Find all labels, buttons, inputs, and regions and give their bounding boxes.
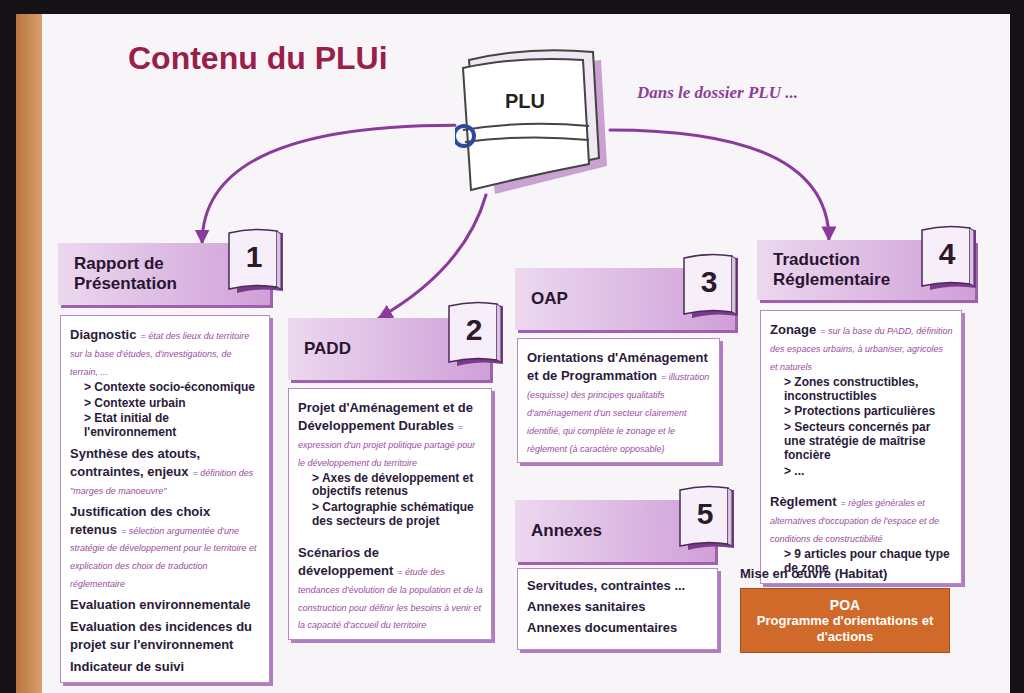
slide-title: Contenu du PLUi	[128, 40, 388, 77]
item-heading: Scénarios de développement	[298, 545, 393, 578]
full-name: Programme d'orientations et d'actions	[747, 613, 943, 644]
content-box: Projet d'Aménagement et de Développement…	[288, 388, 492, 640]
text-block: Synthèse des atouts, contraintes, enjeux…	[70, 444, 261, 498]
subtitle-note: Dans le dossier PLU ...	[637, 83, 798, 103]
section-title: Traduction Réglementaire	[773, 250, 917, 291]
content-box: Orientations d'Aménagement et de Program…	[517, 338, 720, 463]
bullet-line: > Contexte urbain	[70, 397, 261, 411]
list-line: Annexes documentaires	[527, 620, 709, 635]
binder-strap	[463, 124, 589, 130]
text-block: Scénarios de développement= étude des te…	[298, 543, 483, 633]
text-block: Indicateur de suivi	[70, 657, 261, 675]
bullet-item: > Etat initial de l'environnement	[84, 411, 176, 439]
section-number-book: 5	[676, 482, 736, 550]
list-item: Servitudes, contraintes ...	[527, 578, 685, 593]
bullet-item: > Protections particulières	[784, 404, 935, 418]
bullet-line: > Etat initial de l'environnement	[70, 412, 261, 440]
callout-number: 3	[686, 264, 732, 300]
content-box: Diagnostic= état des lieux du territoire…	[60, 315, 270, 683]
item-heading: Règlement	[770, 494, 836, 509]
binder-icon	[455, 40, 610, 195]
book-cover	[229, 229, 277, 289]
section-title: Rapport de Présentation	[74, 254, 212, 295]
item-heading: Diagnostic	[70, 327, 136, 342]
item-heading: Evaluation environnementale	[70, 597, 251, 612]
section-number-book: 2	[445, 298, 505, 366]
bullet-line: > Zones constructibles, inconstructibles	[770, 376, 953, 404]
book-cover	[449, 302, 497, 362]
poa-block: Mise en œuvre (Habitat) POAProgramme d'or…	[740, 566, 950, 653]
item-heading: Synthèse des atouts, contraintes, enjeux	[70, 446, 200, 479]
item-heading: Indicateur de suivi	[70, 659, 184, 674]
bullet-item: > Contexte socio-économique	[84, 380, 255, 394]
bullet-item: > Secteurs concernés par une stratégie d…	[784, 420, 930, 462]
text-block: Diagnostic= état des lieux du territoire…	[70, 325, 261, 379]
plu-binder: PLU	[455, 40, 610, 195]
slide-edge-stripe	[16, 14, 42, 693]
section-header: Rapport de Présentation1	[58, 243, 270, 305]
section-header: Annexes5	[515, 500, 715, 562]
book-cover	[684, 254, 732, 314]
binder-cover	[463, 59, 589, 190]
text-block: Zonage= sur la base du PADD, définition …	[770, 320, 953, 374]
text-block: Règlement= règles générales et alternati…	[770, 492, 953, 546]
section-title: PADD	[304, 339, 351, 359]
list-line: Annexes sanitaires	[527, 599, 709, 614]
bullet-line: > Protections particulières	[770, 405, 953, 419]
book-pages	[970, 228, 974, 286]
book-pages	[732, 256, 736, 314]
text-block: Orientations d'Aménagement et de Program…	[527, 348, 711, 455]
curved-arrow	[610, 130, 829, 240]
curved-arrow	[202, 125, 455, 243]
section-number-book: 3	[680, 250, 740, 318]
text-block: Justification des choix retenus= sélecti…	[70, 502, 261, 592]
content-box: Servitudes, contraintes ... Annexes sanit…	[517, 568, 718, 650]
item-heading: Projet d'Aménagement et de Développement…	[298, 400, 473, 433]
bullet-line: > Secteurs concernés par une stratégie d…	[770, 421, 953, 462]
binder-ring	[455, 126, 474, 146]
list-item: Annexes sanitaires	[527, 599, 646, 614]
section-title: OAP	[531, 289, 568, 309]
block-heading: Mise en œuvre (Habitat)	[740, 566, 950, 581]
bullet-line: > ...	[770, 465, 953, 479]
text-block: Evaluation des incidences du projet sur …	[70, 617, 261, 653]
bullet-line: > Contexte socio-économique	[70, 381, 261, 395]
bullet-item: > Contexte urbain	[84, 396, 186, 410]
bullet-item: > Zones constructibles, inconstructibles	[784, 375, 918, 403]
section-number-book: 1	[225, 225, 285, 293]
section-number-book: 4	[918, 222, 978, 290]
bullet-line: > Axes de développement et objectifs ret…	[298, 472, 483, 500]
item-heading: Evaluation des incidences du projet sur …	[70, 619, 252, 652]
section-title: Annexes	[531, 521, 602, 541]
poa-box: POAProgramme d'orientations et d'actions	[740, 588, 950, 653]
book-cover	[922, 226, 970, 286]
section-header: PADD2	[288, 318, 490, 380]
binder-label: PLU	[475, 90, 575, 113]
bullet-item: > Cartographie schématique des secteurs …	[312, 500, 474, 528]
text-block: Evaluation environnementale	[70, 595, 261, 613]
bullet-item: > ...	[784, 464, 804, 478]
content-box: Zonage= sur la base du PADD, définition …	[760, 310, 962, 584]
list-line: Servitudes, contraintes ...	[527, 578, 709, 593]
list-item: Annexes documentaires	[527, 620, 677, 635]
binder-strap	[465, 137, 589, 142]
text-block: Projet d'Aménagement et de Développement…	[298, 398, 483, 470]
item-heading: Zonage	[770, 322, 816, 337]
book-pages	[277, 231, 281, 289]
callout-number: 2	[451, 312, 497, 348]
book-cover	[680, 486, 728, 546]
definition-note: = illustration (esquisse) des principes …	[527, 372, 709, 454]
section-header: Traduction Réglementaire4	[757, 240, 975, 300]
book-pages	[497, 304, 501, 362]
callout-number: 4	[924, 236, 970, 272]
acronym: POA	[747, 597, 943, 613]
callout-number: 5	[682, 496, 728, 532]
section-header: OAP3	[515, 268, 735, 330]
book-pages	[728, 488, 732, 546]
bullet-line: > Cartographie schématique des secteurs …	[298, 501, 483, 529]
curved-arrow	[379, 195, 486, 318]
bullet-item: > Axes de développement et objectifs ret…	[312, 471, 473, 499]
callout-number: 1	[231, 239, 277, 275]
